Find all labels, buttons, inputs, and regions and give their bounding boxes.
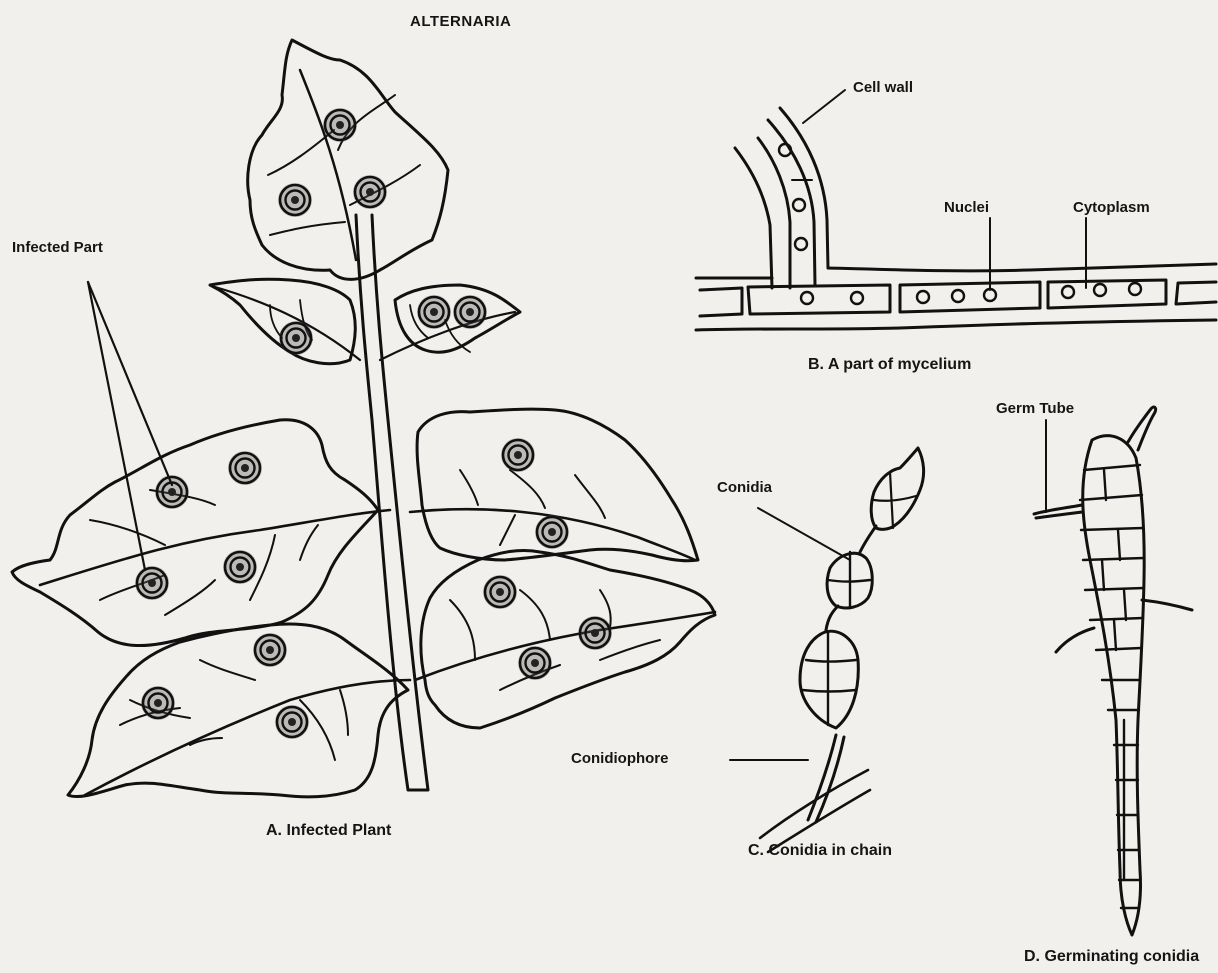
label-cytoplasm: Cytoplasm bbox=[1073, 200, 1150, 215]
stem bbox=[356, 215, 428, 790]
caption-b: B. A part of mycelium bbox=[808, 357, 971, 373]
label-germ-tube: Germ Tube bbox=[996, 401, 1074, 416]
label-cell-wall: Cell wall bbox=[853, 80, 913, 95]
leaf-lower-right bbox=[421, 550, 715, 728]
conidia-chain bbox=[730, 448, 924, 852]
label-nuclei: Nuclei bbox=[944, 200, 989, 215]
top-leaf bbox=[248, 40, 448, 279]
leaf-lower-left bbox=[68, 624, 408, 797]
infected-plant bbox=[12, 40, 715, 797]
caption-c: C. Conidia in chain bbox=[748, 843, 892, 859]
diagram-title: ALTERNARIA bbox=[410, 14, 511, 29]
label-conidiophore: Conidiophore bbox=[571, 751, 669, 766]
label-conidia: Conidia bbox=[717, 480, 772, 495]
caption-a: A. Infected Plant bbox=[266, 823, 391, 839]
infected-part-leaders bbox=[88, 282, 172, 570]
leaf-upper-left bbox=[12, 420, 378, 646]
caption-d: D. Germinating conidia bbox=[1024, 949, 1199, 965]
label-infected-part: Infected Part bbox=[12, 240, 103, 255]
germinating-conidium bbox=[1034, 407, 1192, 935]
